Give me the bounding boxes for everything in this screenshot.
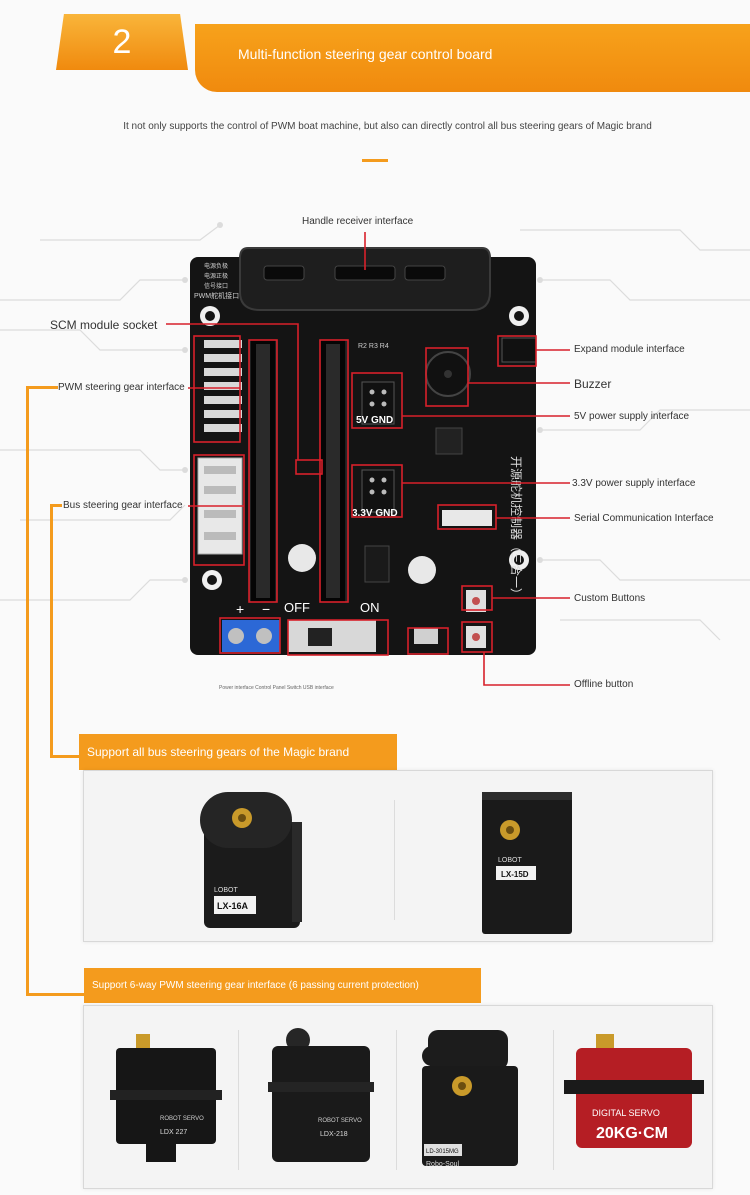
accent-divider [362, 159, 388, 162]
bus-servo-panel [83, 770, 713, 942]
board-label-side: 开源舵机控制器（三合一） [509, 456, 524, 600]
board-label-minus: − [262, 601, 270, 617]
svg-text:电源负极: 电源负极 [204, 262, 228, 270]
header-number-tab [56, 14, 188, 70]
servo-ldx227-brand: ROBOT SERVO [160, 1116, 204, 1122]
callout-offline-button: Offline button [574, 679, 634, 690]
pwm-section-title: Support 6-way PWM steering gear interfac… [84, 968, 481, 1003]
board-label-off: OFF [284, 600, 310, 615]
servo-lx16a-brand: LOBOT [214, 887, 238, 894]
servo-ld3015mg-brand: Robo-Soul [426, 1161, 460, 1168]
servo-ldx218-brand: ROBOT SERVO [318, 1118, 362, 1124]
bus-connector-line [50, 505, 53, 757]
servo-lx15d: LOBOT LX-15D [482, 792, 572, 934]
callout-expand-module: Expand module interface [574, 344, 685, 355]
servo-ldx218: ROBOT SERVO LDX-218 [268, 1028, 374, 1162]
board-label-pwm: PWM舵机接口 [194, 291, 239, 300]
pwm-connector-top [26, 386, 58, 389]
bus-connector-top [50, 504, 62, 507]
servo-ld3015mg-model: LD-3015MG [426, 1149, 459, 1155]
pwm-connector-bottom [26, 993, 84, 996]
callout-lines [166, 232, 570, 686]
svg-text:电源正极: 电源正极 [204, 272, 228, 280]
svg-text:信号接口: 信号接口 [204, 282, 228, 290]
servo-digital-brand: DIGITAL SERVO [592, 1108, 660, 1118]
header-bar [195, 24, 750, 92]
servo-ldx227-model: LDX 227 [160, 1129, 187, 1136]
callout-5v-power: 5V power supply interface [574, 411, 690, 422]
bus-connector-bottom [50, 755, 80, 758]
board-label-5v: 5V GND [356, 415, 393, 426]
callout-custom-buttons: Custom Buttons [574, 593, 646, 604]
pwm-connector-line [26, 387, 29, 995]
bus-section-title: Support all bus steering gears of the Ma… [79, 734, 397, 770]
board-components: 电源负极 电源正极 信号接口 PWM舵机接口 5V GND 3.3V GND R… [194, 247, 537, 652]
servo-ldx218-model: LDX-218 [320, 1131, 348, 1138]
servo-ldx227: ROBOT SERVO LDX 227 [110, 1034, 222, 1162]
board-label-plus: + [236, 601, 244, 617]
section-number: 2 [112, 22, 132, 61]
callout-bus-gear: Bus steering gear interface [63, 500, 183, 511]
header-title: Multi-function steering gear control boa… [238, 46, 493, 62]
pwm-panel-divider-1 [238, 1030, 239, 1170]
pwm-panel-divider-2 [396, 1030, 397, 1170]
subtitle: It not only supports the control of PWM … [123, 121, 652, 132]
callout-33v-power: 3.3V power supply interface [572, 478, 696, 489]
bus-panel-divider [394, 800, 395, 920]
board-label-on: ON [360, 600, 380, 615]
servo-digital-model: 20KG·CM [596, 1125, 668, 1142]
callout-handle-receiver: Handle receiver interface [302, 216, 414, 227]
servo-ld3015mg: LD-3015MG Robo-Soul [422, 1030, 518, 1168]
callout-bottom-labels: Power interface Control Panel Switch USB… [219, 685, 334, 691]
board-label-r: R2 R3 R4 [358, 343, 389, 350]
servo-digital-20kg: DIGITAL SERVO 20KG·CM [564, 1034, 704, 1148]
callout-scm-module: SCM module socket [50, 318, 158, 332]
pwm-panel-divider-3 [553, 1030, 554, 1170]
callout-buzzer: Buzzer [574, 377, 612, 391]
servo-lx16a: LOBOT LX-16A [200, 792, 302, 928]
callout-serial: Serial Communication Interface [574, 513, 714, 524]
circuit-background [0, 222, 750, 641]
callout-pwm-gear: PWM steering gear interface [58, 382, 185, 393]
board-label-33v: 3.3V GND [352, 508, 398, 519]
servo-lx15d-model: LX-15D [501, 870, 529, 879]
servo-lx15d-brand: LOBOT [498, 857, 522, 864]
servo-lx16a-model: LX-16A [217, 901, 249, 911]
